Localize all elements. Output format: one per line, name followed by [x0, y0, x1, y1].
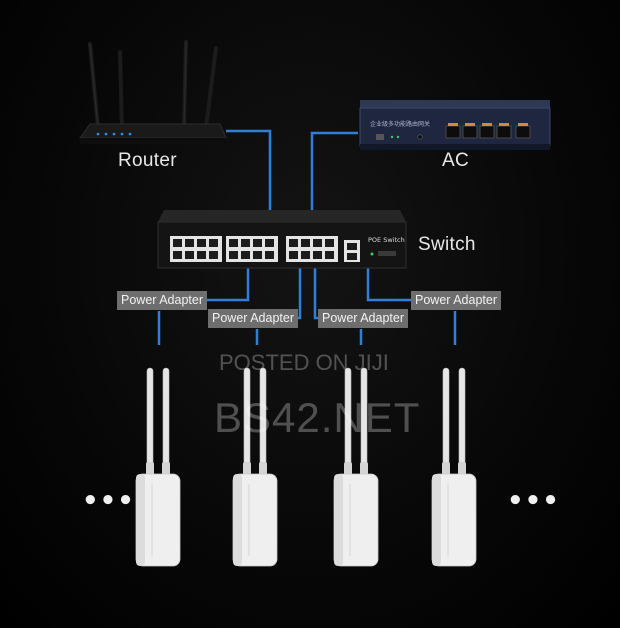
access-point-4	[431, 367, 477, 567]
switch-label: Switch	[418, 234, 476, 255]
switch-adapter-1-link	[201, 268, 250, 302]
access-point-2	[232, 367, 278, 567]
router-switch-link	[226, 129, 272, 210]
access-point-1	[135, 367, 181, 567]
router-label: Router	[118, 150, 177, 171]
access-point-3	[333, 367, 379, 567]
router-image	[79, 40, 227, 144]
watermark-line-2: BS42.NET	[214, 394, 421, 441]
ac-switch-link	[310, 131, 358, 210]
poe-switch-image: POE Switch	[157, 210, 407, 269]
switch-adapter-2-link	[297, 268, 302, 320]
switch-brand-text: POE Switch	[368, 236, 405, 244]
watermark-line-1: POSTED ON JIJI	[219, 350, 389, 375]
switch-adapter-4-link	[366, 268, 412, 302]
power-adapter-label-3: Power Adapter	[318, 309, 408, 328]
power-adapter-label-1: Power Adapter	[117, 291, 207, 310]
ac-label: AC	[442, 150, 469, 171]
ellipsis-left: •••	[82, 486, 135, 516]
ellipsis-right: •••	[507, 486, 560, 516]
ac-controller-image: 企业级多功能路由网关	[359, 100, 551, 150]
power-adapter-label-2: Power Adapter	[208, 309, 298, 328]
power-adapter-label-4: Power Adapter	[411, 291, 501, 310]
ac-front-text: 企业级多功能路由网关	[370, 120, 430, 128]
